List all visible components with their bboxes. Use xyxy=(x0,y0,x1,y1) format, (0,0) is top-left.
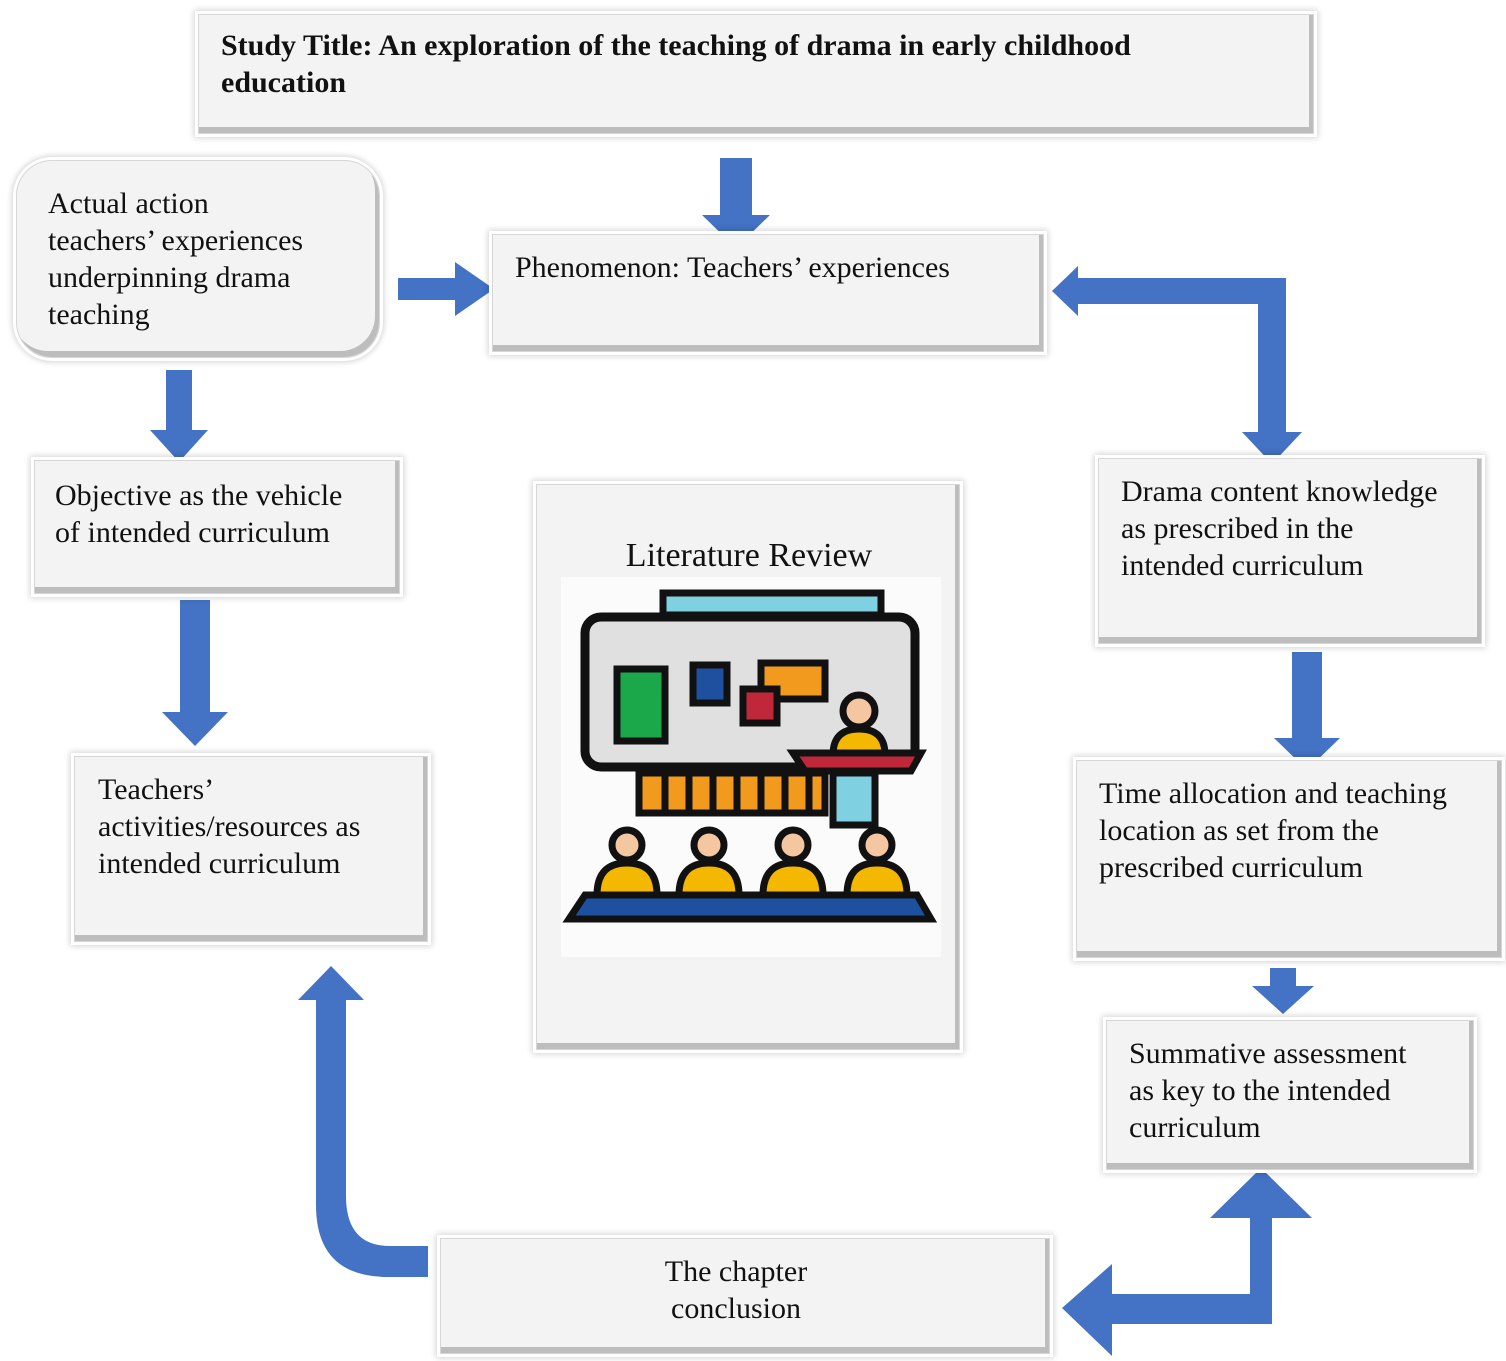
summative-box: Summative assessment as key to the inten… xyxy=(1106,1020,1474,1170)
actual-action-text: Actual action teachers’ experiences unde… xyxy=(48,187,304,331)
conclusion-box: The chapter conclusion xyxy=(440,1238,1050,1354)
teachers-activities-box: Teachers’ activities/resources as intend… xyxy=(74,756,428,942)
drama-content-text: Drama content knowledge as prescribed in… xyxy=(1121,475,1438,582)
arrow-time-to-summative xyxy=(1252,968,1314,1014)
objective-text: Objective as the vehicle of intended cur… xyxy=(55,479,343,549)
conclusion-text: The chapter conclusion xyxy=(664,1255,808,1325)
arrow-drama-to-time xyxy=(1274,652,1340,770)
objective-box: Objective as the vehicle of intended cur… xyxy=(34,460,400,594)
actual-action-box: Actual action teachers’ experiences unde… xyxy=(16,160,380,358)
summative-text: Summative assessment as key to the inten… xyxy=(1129,1037,1407,1144)
arrow-title-to-phenomenon xyxy=(702,158,770,248)
literature-review-box: Literature Review xyxy=(536,484,960,1050)
arrow-objective-to-activities xyxy=(162,600,228,746)
literature-review-title: Literature Review xyxy=(625,537,873,574)
time-allocation-box: Time allocation and teaching location as… xyxy=(1076,760,1502,958)
drama-content-box: Drama content knowledge as prescribed in… xyxy=(1098,458,1482,644)
study-title-text: Study Title: An exploration of the teach… xyxy=(221,29,1131,99)
arrow-conclusion-to-activities xyxy=(298,966,428,1277)
phenomenon-box: Phenomenon: Teachers’ experiences xyxy=(492,234,1044,352)
time-allocation-text: Time allocation and teaching location as… xyxy=(1099,777,1447,884)
teachers-activities-text: Teachers’ activities/resources as intend… xyxy=(98,773,361,880)
arrow-right-elbow xyxy=(1052,266,1302,464)
phenomenon-text: Phenomenon: Teachers’ experiences xyxy=(515,251,950,284)
presentation-audience-icon xyxy=(561,577,941,957)
study-title-box: Study Title: An exploration of the teach… xyxy=(198,14,1314,134)
arrow-actual-to-phenomenon xyxy=(398,262,494,316)
arrow-conclusion-summative xyxy=(1062,1168,1312,1356)
arrow-actual-to-objective xyxy=(150,370,208,462)
